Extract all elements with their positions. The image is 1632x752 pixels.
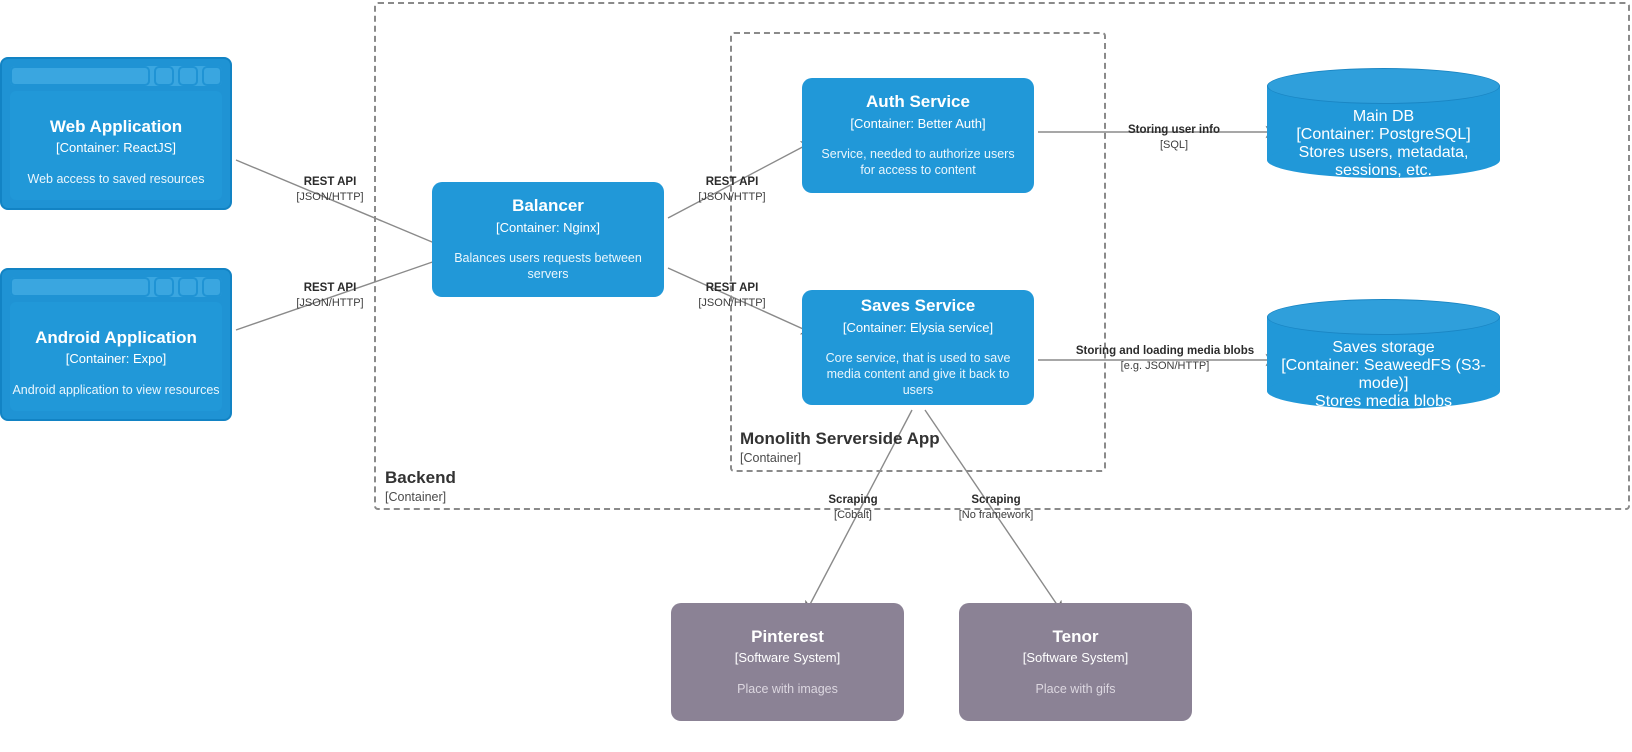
edge-label-text: REST API bbox=[705, 282, 759, 294]
boundary-monolith bbox=[730, 32, 1106, 472]
edge-label-text: REST API bbox=[303, 176, 357, 188]
edge-label-text: Storing user info bbox=[1128, 124, 1220, 136]
node-title: Tenor bbox=[1052, 627, 1099, 647]
edge-android-to-balancer bbox=[235, 255, 446, 331]
browser-dot-2 bbox=[178, 66, 198, 86]
node-saves-service[interactable]: Saves Service [Container: Elysia service… bbox=[802, 290, 1034, 405]
edge-label-technology: [SQL] bbox=[1159, 138, 1189, 151]
edge-label-text: Scraping bbox=[971, 494, 1021, 506]
edge-label-auth-to-maindb: Storing user info [SQL] bbox=[1089, 124, 1259, 152]
node-technology: [Container: PostgreSQL] bbox=[1296, 126, 1471, 143]
edge-label-technology: [Cobalt] bbox=[834, 508, 872, 521]
edge-label-balancer-to-auth: REST API [JSON/HTTP] bbox=[672, 176, 792, 204]
boundary-monolith-type: [Container] bbox=[740, 451, 802, 466]
node-title: Saves Service bbox=[860, 296, 976, 316]
node-title: Saves storage bbox=[1332, 339, 1435, 356]
cylinder-bottom bbox=[1267, 373, 1500, 409]
browser-chrome-bar bbox=[10, 66, 222, 86]
node-title: Main DB bbox=[1352, 108, 1415, 125]
node-android-application[interactable]: Android Application [Container: Expo] An… bbox=[0, 268, 232, 421]
node-tenor[interactable]: Tenor [Software System] Place with gifs bbox=[959, 603, 1192, 721]
browser-dot-3 bbox=[202, 277, 222, 297]
node-title: Android Application bbox=[35, 328, 197, 347]
edge-label-balancer-to-saves: REST API [JSON/HTTP] bbox=[672, 282, 792, 310]
boundary-monolith-name: Monolith Serverside App bbox=[740, 429, 940, 448]
edge-label-web-to-balancer: REST API [JSON/HTTP] bbox=[270, 176, 390, 204]
node-technology: [Container: Elysia service] bbox=[842, 319, 994, 335]
node-description: Balances users requests between servers bbox=[454, 251, 642, 282]
edge-balancer-to-saves bbox=[667, 267, 814, 335]
browser-dot-1 bbox=[154, 277, 174, 297]
node-balancer[interactable]: Balancer [Container: Nginx] Balances use… bbox=[432, 182, 664, 297]
cylinder-bottom bbox=[1267, 142, 1500, 178]
edge-label-saves-to-storage: Storing and loading media blobs [e.g. JS… bbox=[1040, 345, 1290, 373]
browser-viewport: Android Application [Container: Expo] An… bbox=[10, 302, 222, 411]
node-technology: [Software System] bbox=[734, 650, 841, 666]
node-description: Core service, that is used to save media… bbox=[825, 350, 1011, 398]
edge-label-text: REST API bbox=[705, 176, 759, 188]
node-web-application[interactable]: Web Application [Container: ReactJS] Web… bbox=[0, 57, 232, 210]
node-title: Pinterest bbox=[751, 627, 824, 647]
cylinder-top bbox=[1267, 68, 1500, 104]
edge-saves-to-tenor bbox=[924, 409, 1064, 614]
boundary-backend bbox=[374, 2, 1630, 510]
node-main-db[interactable]: Main DB [Container: PostgreSQL] Stores u… bbox=[1267, 68, 1500, 179]
node-title: Balancer bbox=[512, 196, 584, 216]
edge-label-technology: [JSON/HTTP] bbox=[698, 296, 766, 309]
node-description: Stores media blobs bbox=[1315, 393, 1452, 410]
edge-label-text: REST API bbox=[303, 282, 357, 294]
node-title: Web Application bbox=[49, 117, 183, 136]
boundary-backend-name: Backend bbox=[385, 468, 456, 487]
browser-dot-3 bbox=[202, 66, 222, 86]
node-technology: [Software System] bbox=[1022, 650, 1129, 666]
node-description: Place with gifs bbox=[1035, 681, 1116, 696]
node-description: Stores users, metadata, sessions, etc. bbox=[1298, 144, 1469, 179]
node-auth-service[interactable]: Auth Service [Container: Better Auth] Se… bbox=[802, 78, 1034, 193]
node-technology: [Container: Expo] bbox=[65, 351, 167, 367]
browser-address-bar bbox=[10, 277, 150, 297]
node-pinterest[interactable]: Pinterest [Software System] Place with i… bbox=[671, 603, 904, 721]
edge-label-text: Storing and loading media blobs bbox=[1075, 345, 1255, 357]
edge-label-saves-to-tenor: Scraping [No framework] bbox=[936, 494, 1056, 522]
edge-label-technology: [No framework] bbox=[958, 508, 1034, 521]
node-technology: [Container: SeaweedFS (S3-mode)] bbox=[1281, 357, 1486, 392]
edge-label-technology: [JSON/HTTP] bbox=[296, 296, 364, 309]
edge-web-to-balancer bbox=[235, 159, 446, 249]
edge-label-technology: [JSON/HTTP] bbox=[296, 190, 364, 203]
node-description: Place with images bbox=[737, 681, 838, 696]
node-description: Web access to saved resources bbox=[27, 171, 205, 186]
node-label-group: Saves storage [Container: SeaweedFS (S3-… bbox=[1267, 339, 1500, 410]
node-technology: [Container: ReactJS] bbox=[56, 140, 176, 156]
browser-chrome-bar bbox=[10, 277, 222, 297]
boundary-backend-type: [Container] bbox=[385, 490, 447, 505]
edge-label-android-to-balancer: REST API [JSON/HTTP] bbox=[270, 282, 390, 310]
node-technology: [Container: Better Auth] bbox=[850, 115, 986, 131]
node-technology: [Container: Nginx] bbox=[495, 219, 601, 235]
edge-saves-to-pinterest bbox=[805, 409, 913, 614]
edge-label-text: Scraping bbox=[828, 494, 878, 506]
boundary-monolith-label: Monolith Serverside App [Container] bbox=[740, 428, 1070, 467]
node-saves-storage[interactable]: Saves storage [Container: SeaweedFS (S3-… bbox=[1267, 299, 1500, 410]
edge-balancer-to-auth bbox=[667, 141, 814, 219]
edge-label-technology: [JSON/HTTP] bbox=[698, 190, 766, 203]
browser-viewport: Web Application [Container: ReactJS] Web… bbox=[10, 91, 222, 200]
cylinder-top bbox=[1267, 299, 1500, 335]
browser-dot-1 bbox=[154, 66, 174, 86]
node-label-group: Main DB [Container: PostgreSQL] Stores u… bbox=[1267, 108, 1500, 179]
node-title: Auth Service bbox=[866, 92, 970, 112]
browser-address-bar bbox=[10, 66, 150, 86]
browser-dot-2 bbox=[178, 277, 198, 297]
edge-label-saves-to-pinterest: Scraping [Cobalt] bbox=[793, 494, 913, 522]
boundary-backend-label: Backend [Container] bbox=[385, 467, 605, 506]
node-description: Service, needed to authorize users for a… bbox=[821, 147, 1015, 178]
edge-label-technology: [e.g. JSON/HTTP] bbox=[1120, 359, 1210, 372]
node-description: Android application to view resources bbox=[12, 382, 220, 397]
